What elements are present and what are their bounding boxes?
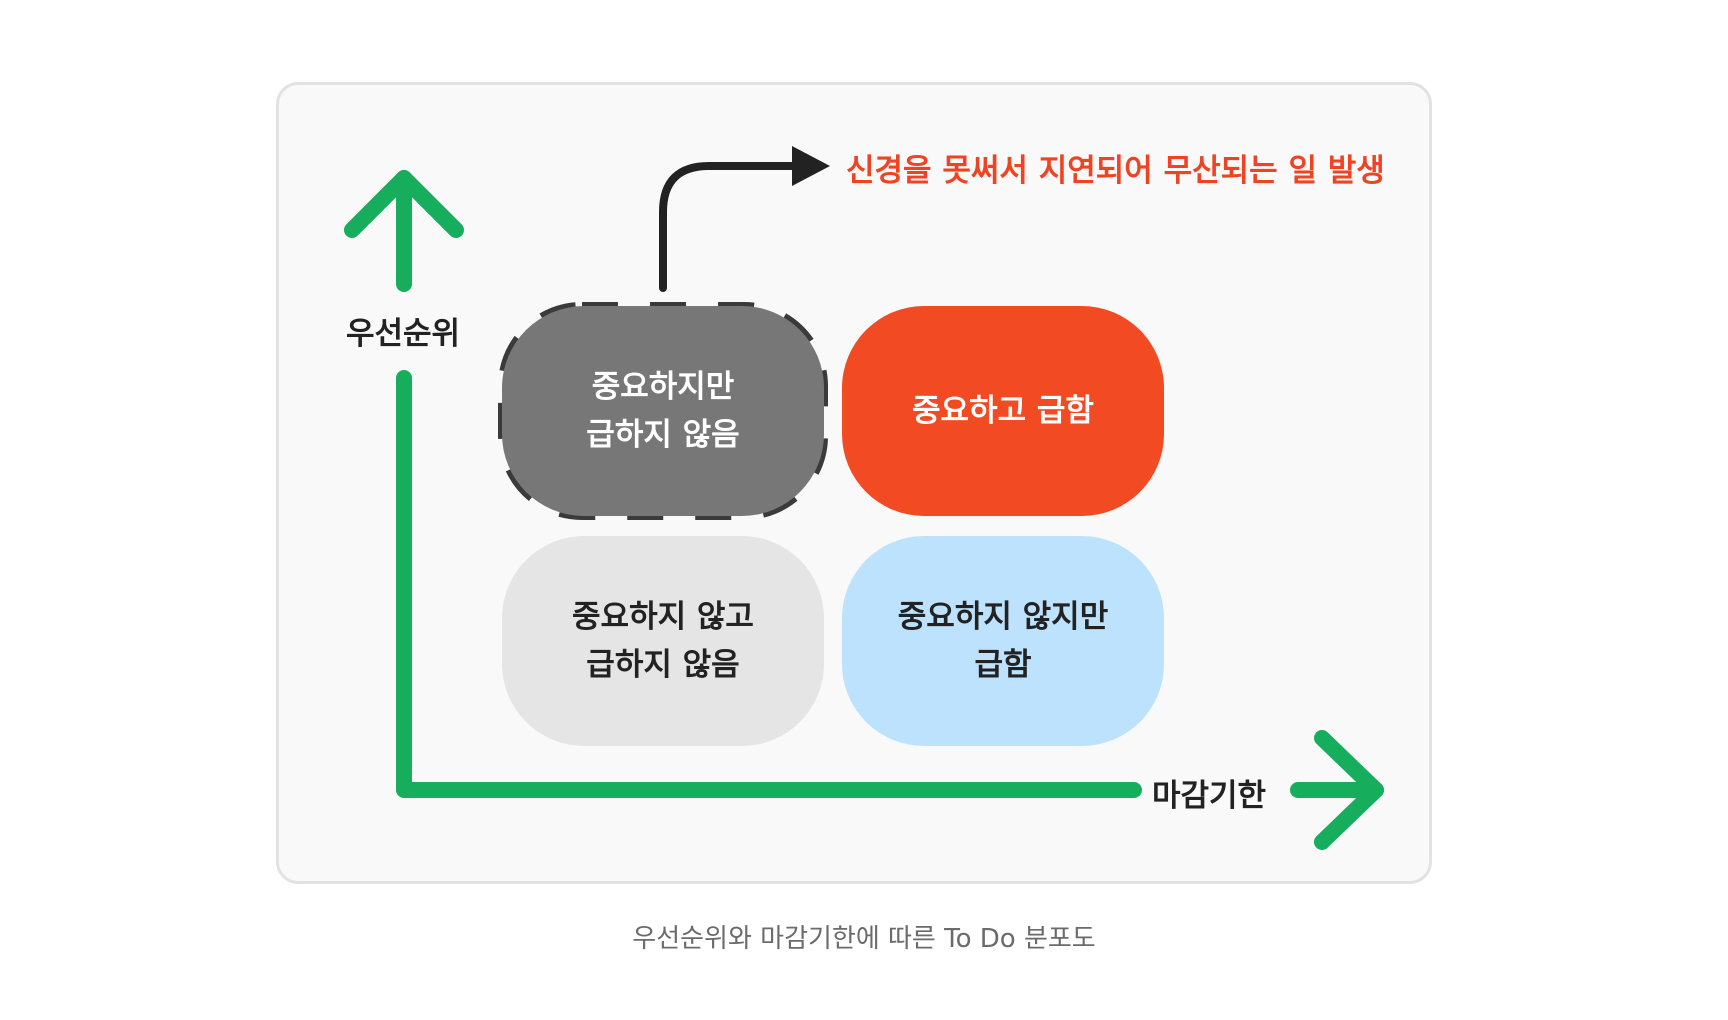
quadrant-important-not-urgent: 중요하지만 급하지 않음 bbox=[502, 306, 824, 516]
diagram-frame bbox=[276, 82, 1432, 884]
figure-caption: 우선순위와 마감기한에 따른 To Do 분포도 bbox=[632, 924, 1096, 954]
quadrant-label-line2: 급하지 않음 bbox=[586, 647, 740, 683]
y-axis-label: 우선순위 bbox=[345, 316, 461, 352]
quadrant-not-important-not-urgent: 중요하지 않고 급하지 않음 bbox=[502, 536, 824, 746]
y-axis-lower-line bbox=[396, 370, 1142, 798]
quadrant-important-urgent: 중요하고 급함 bbox=[842, 306, 1164, 516]
y-axis-arrowhead bbox=[344, 170, 464, 238]
quadrant-label-line2: 급하지 않음 bbox=[586, 417, 740, 453]
escalation-arrow-line bbox=[659, 162, 800, 292]
quadrant-label-line1: 중요하지만 bbox=[591, 369, 735, 405]
quadrant-label-line1: 중요하지 않지만 bbox=[897, 599, 1109, 635]
escalation-arrow bbox=[659, 146, 830, 292]
x-axis-label: 마감기한 bbox=[1152, 778, 1267, 814]
escalation-arrowhead bbox=[792, 146, 830, 186]
quadrant-label-line1: 중요하지 않고 bbox=[572, 599, 754, 635]
quadrant-label-line1: 중요하고 급함 bbox=[912, 393, 1094, 429]
y-axis-arrow bbox=[344, 170, 1142, 798]
quadrant-label-line2: 급함 bbox=[974, 647, 1032, 683]
quadrant-not-important-urgent: 중요하지 않지만 급함 bbox=[842, 536, 1164, 746]
x-axis-arrow bbox=[1290, 730, 1384, 850]
warning-text: 신경을 못써서 지연되어 무산되는 일 발생 bbox=[846, 153, 1385, 189]
x-axis-arrowhead bbox=[1314, 730, 1384, 850]
